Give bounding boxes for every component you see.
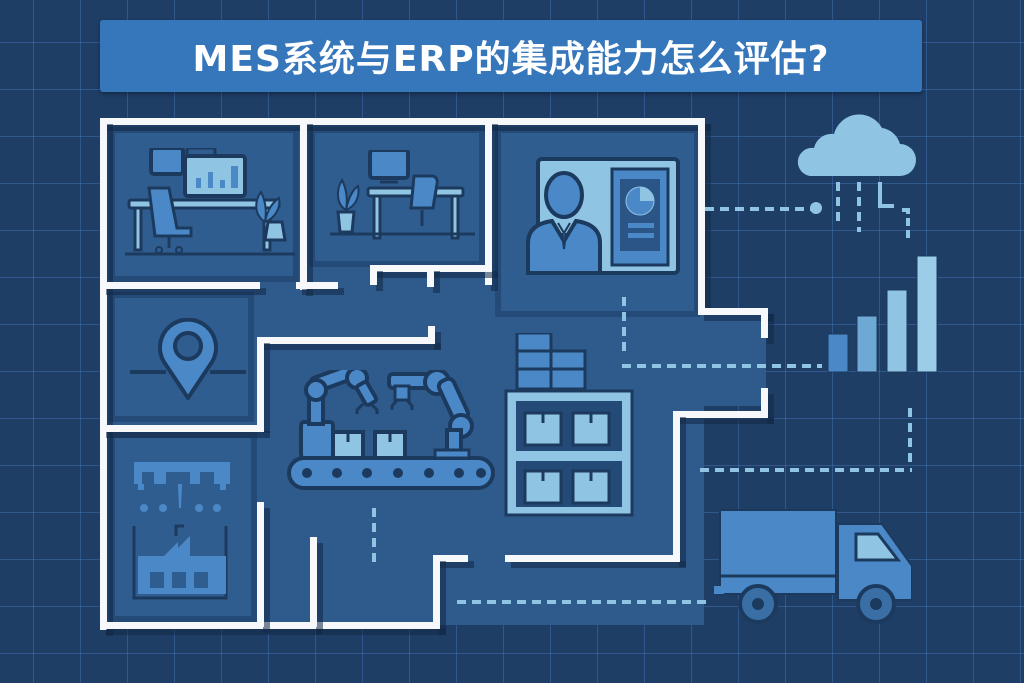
wall-manager-divider xyxy=(485,118,492,285)
connector-to-chart xyxy=(622,364,822,368)
floor-east-wing xyxy=(700,314,766,406)
desk-computer-plant-icon xyxy=(330,150,475,240)
wall-bottom-stub xyxy=(433,555,468,562)
wall-corridor-stub xyxy=(310,537,317,627)
map-pin-icon xyxy=(130,318,246,400)
wall-outer-bottom-left xyxy=(100,622,315,629)
wall-outer-right-upper xyxy=(698,118,705,308)
connector-manager-down xyxy=(622,297,626,355)
wall-office-divider xyxy=(300,118,307,290)
desk-computer-chart-icon xyxy=(125,148,295,256)
connector-to-truck xyxy=(457,600,707,604)
wall-outer-bottom-mid xyxy=(310,622,440,629)
wall-small-office-stub-left xyxy=(370,265,377,285)
wall-production-top xyxy=(257,337,435,344)
wall-east-stub-top xyxy=(761,308,768,338)
bar-chart-icon xyxy=(827,255,938,373)
wall-east-stub-bottom xyxy=(761,388,768,418)
connector-chart-down xyxy=(908,408,912,466)
wall-outer-top xyxy=(100,118,705,125)
page-title: MES系统与ERP的集成能力怎么评估? xyxy=(192,39,830,80)
wall-outer-left xyxy=(100,118,107,630)
wall-office-bottom-stub xyxy=(296,282,338,289)
connector-cloud-1 xyxy=(836,182,840,222)
wall-production-top-stub xyxy=(428,326,435,344)
connector-cloud-2 xyxy=(857,182,861,232)
connector-chart-warehouse xyxy=(700,468,912,472)
wall-outer-right-lower xyxy=(673,411,680,561)
connector-production-down xyxy=(372,508,376,566)
delivery-truck-icon xyxy=(714,509,912,624)
wall-production-left xyxy=(257,337,264,427)
robot-arm-conveyor-icon xyxy=(287,370,495,490)
title-banner: MES系统与ERP的集成能力怎么评估? xyxy=(100,20,922,92)
wall-location-bottom xyxy=(100,425,264,432)
wall-east-top xyxy=(698,308,768,315)
wall-bottom-right xyxy=(505,555,680,562)
wall-factory-right xyxy=(257,502,264,627)
storage-shelf-boxes-icon xyxy=(504,333,634,517)
wall-bottom-step xyxy=(433,555,440,629)
businessman-presentation-icon xyxy=(526,157,680,275)
factory-icon xyxy=(132,462,230,600)
wall-small-office-stub-right xyxy=(427,265,434,287)
cloud-connector-shapes xyxy=(810,182,910,238)
cloud-icon xyxy=(797,114,916,176)
wall-office-bottom xyxy=(100,282,260,289)
connector-manager-cloud xyxy=(705,207,813,211)
wall-east-bottom xyxy=(673,411,768,418)
